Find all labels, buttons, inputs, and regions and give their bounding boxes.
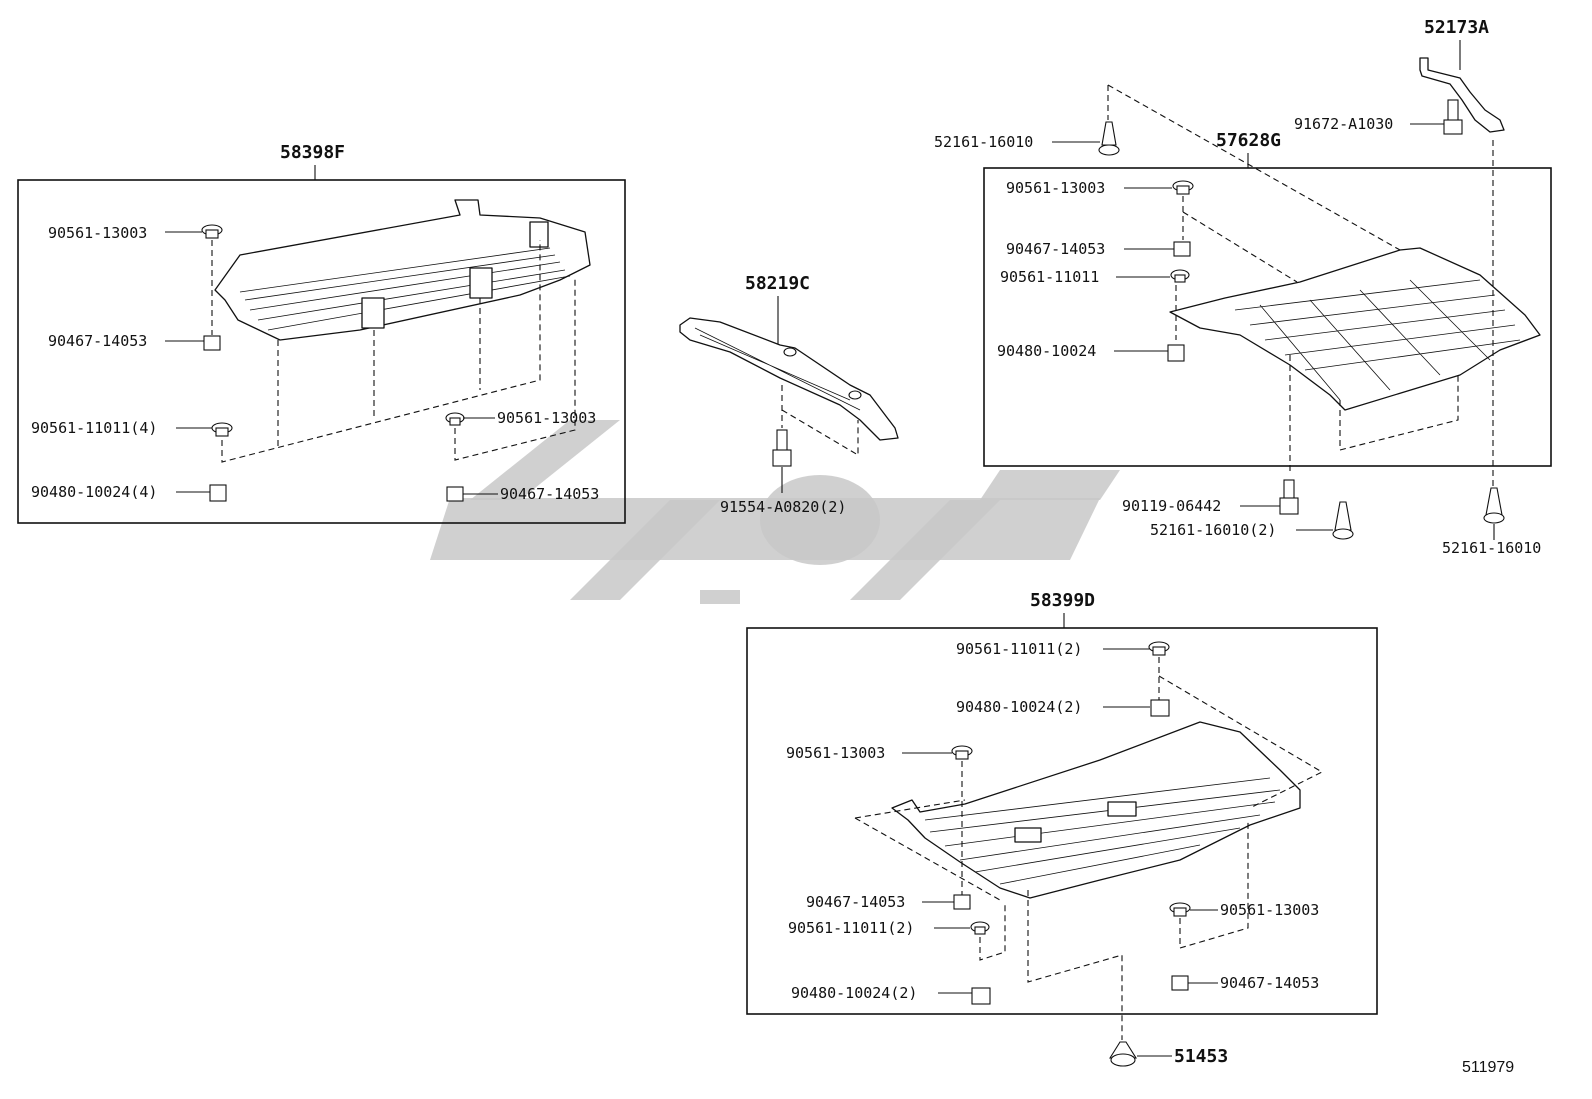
part-label: 90561-13003 <box>497 409 596 427</box>
clip <box>1101 121 1117 146</box>
loose-parts-top-right: 52173A 91672-A1030 52161-16010 90119-064… <box>934 17 1541 557</box>
part-label: 90480-10024 <box>997 342 1096 360</box>
bracket-52173A <box>1419 57 1505 133</box>
assembly-title: 58219C <box>745 273 810 294</box>
assembly-title: 57628G <box>1216 130 1281 151</box>
clip-51453: 51453 <box>1109 1041 1228 1067</box>
part-label: 52161-16010 <box>934 133 1033 151</box>
part-label: 90480-10024(4) <box>31 483 157 501</box>
assembly-box <box>746 627 1378 1015</box>
leader-lines <box>165 231 498 495</box>
dashed-connectors <box>211 240 576 463</box>
bracket-part <box>679 317 899 441</box>
part-label: 90561-13003 <box>48 224 147 242</box>
part-label: 52161-16010(2) <box>1150 521 1276 539</box>
part-label: 91554-A0820(2) <box>720 498 846 516</box>
assembly-box <box>17 179 626 524</box>
part-label: 90480-10024(2) <box>791 984 917 1002</box>
bolt-head <box>1279 497 1299 515</box>
part-label: 90467-14053 <box>500 485 599 503</box>
leader-lines <box>902 648 1218 994</box>
leader-lines <box>1114 187 1174 352</box>
assembly-title: 58398F <box>280 142 345 163</box>
bolt-head <box>1443 119 1463 135</box>
under-cover-part <box>891 721 1301 899</box>
part-label: 90561-13003 <box>1220 901 1319 919</box>
part-label: 90561-13003 <box>1006 179 1105 197</box>
fasteners <box>201 224 465 502</box>
part-label: 90467-14053 <box>1220 974 1319 992</box>
part-label: 90467-14053 <box>48 332 147 350</box>
assembly-58219C: 58219C 91554-A0820(2) <box>679 273 899 516</box>
fasteners <box>951 641 1191 1005</box>
assembly-box <box>983 167 1552 467</box>
assembly-58399D: 58399D <box>746 590 1378 1040</box>
assembly-title: 58399D <box>1030 590 1095 611</box>
bolt-head <box>772 449 792 467</box>
part-title: 51453 <box>1174 1046 1228 1067</box>
under-cover-part <box>1169 247 1541 411</box>
part-label: 90561-11011 <box>1000 268 1099 286</box>
part-label: 90561-11011(2) <box>788 919 914 937</box>
assembly-57628G: 57628G 9 <box>983 84 1552 490</box>
part-label: 90561-13003 <box>786 744 885 762</box>
part-label: 52161-16010 <box>1442 539 1541 557</box>
part-label: 90480-10024(2) <box>956 698 1082 716</box>
dashed-connectors <box>1107 84 1494 490</box>
under-cover-part <box>214 199 591 341</box>
dashed-connectors <box>854 657 1324 1040</box>
fasteners <box>1167 180 1194 362</box>
part-label: 91672-A1030 <box>1294 115 1393 133</box>
part-label: 90467-14053 <box>806 893 905 911</box>
bolt <box>1447 99 1459 123</box>
watermark-logo <box>430 420 1120 604</box>
bolt <box>776 429 788 453</box>
clip <box>1334 501 1352 531</box>
part-title: 52173A <box>1424 17 1489 38</box>
part-label: 90561-11011(2) <box>956 640 1082 658</box>
assembly-58398F: 58398F <box>17 142 626 524</box>
diagram-reference-number: 511979 <box>1462 1059 1514 1076</box>
clip <box>1485 487 1503 516</box>
bolt <box>1283 479 1295 501</box>
part-label: 90467-14053 <box>1006 240 1105 258</box>
part-label: 90119-06442 <box>1122 497 1221 515</box>
part-label: 90561-11011(4) <box>31 419 157 437</box>
